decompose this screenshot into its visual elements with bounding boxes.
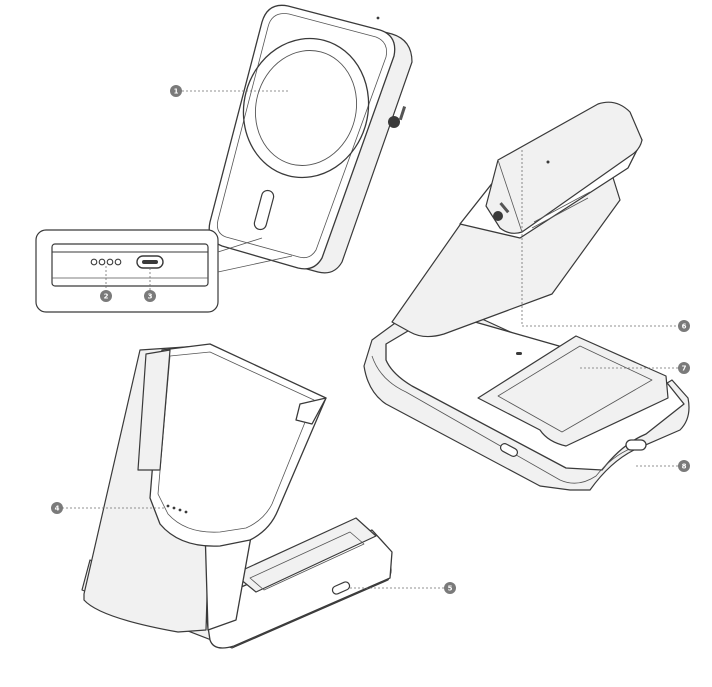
- pogo-pins-upright-icon: [166, 504, 188, 514]
- callout-2-label: 2: [104, 293, 109, 301]
- usb-c-port-front: [499, 443, 519, 457]
- logo-badge-icon: [388, 116, 400, 128]
- callout-1-label: 1: [174, 88, 179, 96]
- pogo-pins-icon: [90, 258, 122, 266]
- logo-badge-icon-2: [493, 211, 503, 221]
- stand-upright-illustration: [81, 343, 393, 649]
- power-bank-illustration: [208, 4, 413, 274]
- callout-6: 6: [678, 320, 690, 332]
- usb-c-port-base: [331, 581, 351, 595]
- callout-7: 7: [678, 362, 690, 374]
- callout-4-label: 4: [55, 505, 60, 513]
- magsafe-ring-inner: [254, 50, 358, 166]
- usb-c-port-side: [625, 439, 647, 451]
- callout-6-label: 6: [682, 323, 687, 331]
- usb-c-port-icon: [136, 255, 164, 269]
- magsafe-ring-outer: [242, 37, 370, 179]
- callout-8-label: 8: [682, 463, 687, 471]
- callout-8: 8: [678, 460, 690, 472]
- leader-lines: [62, 90, 678, 589]
- callout-7-label: 7: [682, 365, 687, 373]
- callout-4: 4: [51, 502, 63, 514]
- callout-1: 1: [170, 85, 182, 97]
- callout-3: 3: [144, 290, 156, 302]
- callout-3-label: 3: [148, 293, 153, 301]
- indicator-slot: [253, 189, 275, 231]
- port-inset: [35, 229, 293, 313]
- callout-5: 5: [444, 582, 456, 594]
- callout-5-label: 5: [448, 585, 453, 593]
- stand-open-illustration: [363, 101, 690, 491]
- callout-2: 2: [100, 290, 112, 302]
